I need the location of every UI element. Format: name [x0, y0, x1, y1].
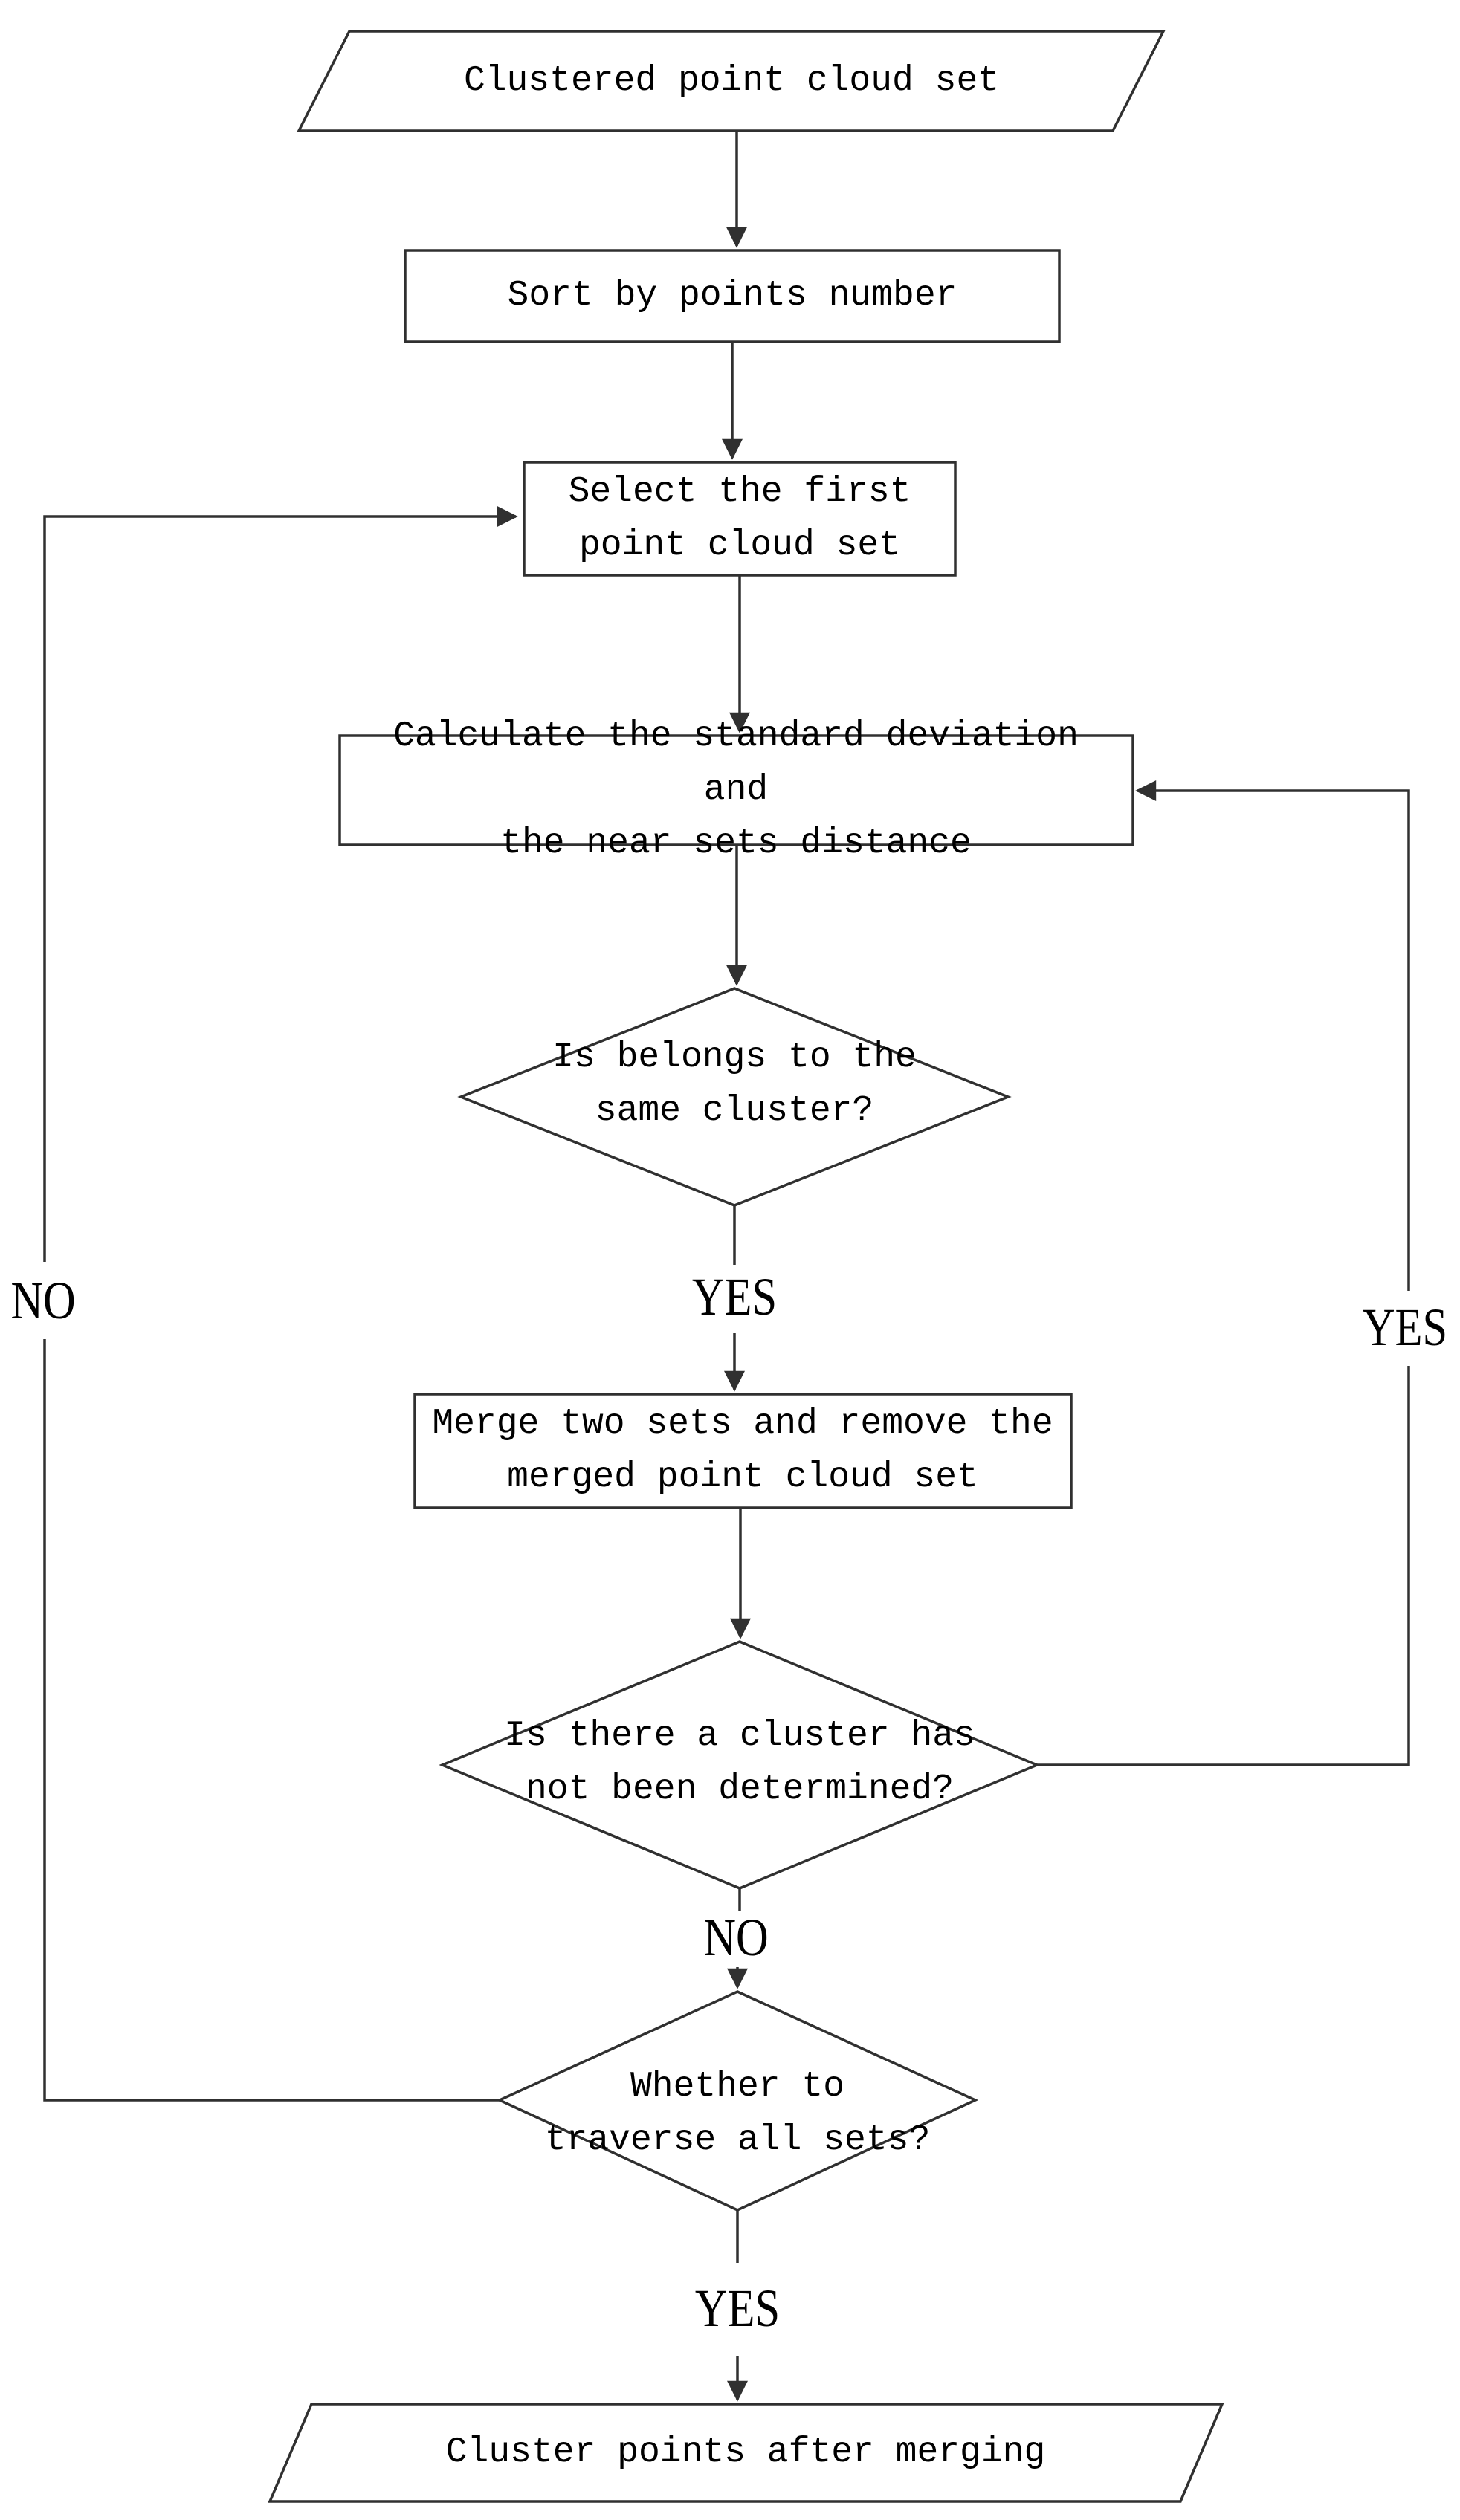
sort-label: Sort by points number	[507, 276, 957, 316]
undetermined-yes-label: YES	[1362, 1298, 1448, 1357]
start-label: Clustered point cloud set	[463, 61, 1000, 101]
left-loop-upper-segment	[43, 506, 518, 1262]
undetermined-no-label: NO	[703, 1908, 769, 1967]
sort-rectangle	[404, 249, 1061, 343]
right-loop-upper-segment	[1135, 780, 1410, 1291]
left-loop-lower-segment	[43, 1339, 500, 2102]
calculate-rectangle	[338, 734, 1134, 846]
merge-label: Merge two sets and remove the merged poi…	[432, 1404, 1053, 1497]
calculate-label: Calculate the standard deviation and the…	[393, 716, 1079, 864]
traverse-yes-label: YES	[694, 2278, 781, 2338]
traverse-label: Whether to traverse all sets?	[544, 2067, 931, 2160]
right-loop-lower-segment	[1037, 1366, 1410, 1766]
end-label: Cluster points after merging	[445, 2432, 1046, 2472]
merge-rectangle	[413, 1393, 1073, 1509]
same-cluster-label: Is belongs to the same cluster?	[552, 1037, 917, 1131]
traverse-no-label: NO	[10, 1271, 76, 1330]
end-parallelogram	[268, 2403, 1224, 2503]
same-cluster-yes-label: YES	[691, 1267, 778, 1327]
start-parallelogram	[297, 30, 1166, 132]
select-label: Select the first point cloud set	[568, 472, 911, 566]
undetermined-label: Is there a cluster has not been determin…	[504, 1716, 975, 1810]
